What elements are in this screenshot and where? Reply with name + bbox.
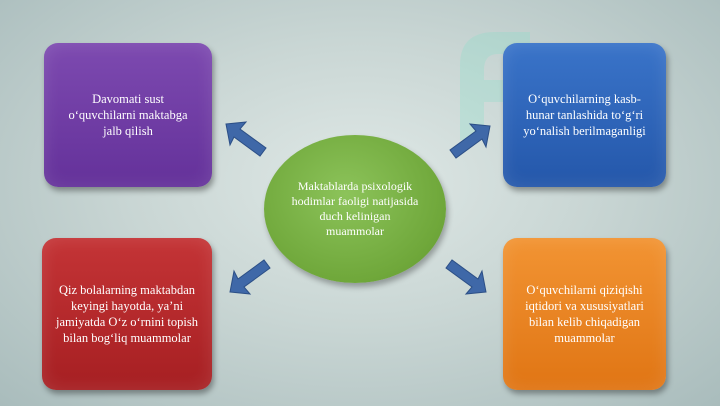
problem-box-career-guidance-text: O‘quvchilarning kasb-hunar tanlashida to… xyxy=(523,92,646,138)
arrow-down-left-icon xyxy=(229,259,271,295)
problem-box-attendance-text: Davomati sust o‘quvchilarni maktabga jal… xyxy=(68,92,188,138)
problem-box-attendance: Davomati sust o‘quvchilarni maktabga jal… xyxy=(44,43,212,187)
arrow-up-right-icon xyxy=(449,123,491,159)
problem-box-girls-social-role: Qiz bolalarning maktabdan keyingi hayotd… xyxy=(42,238,212,390)
arrow-down-right-icon xyxy=(445,259,487,295)
central-topic-circle: Maktablarda psixologik hodimlar faoligi … xyxy=(264,135,446,283)
problem-box-interests-talents-text: O‘quvchilarni qiziqishi iqtidori va xusu… xyxy=(525,283,644,345)
problem-box-career-guidance: O‘quvchilarning kasb-hunar tanlashida to… xyxy=(503,43,666,187)
problem-box-interests-talents: O‘quvchilarni qiziqishi iqtidori va xusu… xyxy=(503,238,666,390)
problem-box-girls-social-role-text: Qiz bolalarning maktabdan keyingi hayotd… xyxy=(56,283,198,345)
arrow-up-left-icon xyxy=(225,121,267,157)
central-topic-text: Maktablarda psixologik hodimlar faoligi … xyxy=(291,179,419,238)
